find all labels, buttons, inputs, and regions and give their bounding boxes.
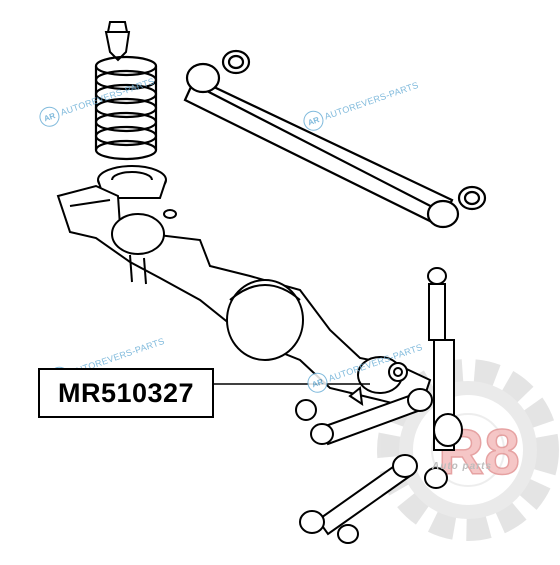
axle-housing (56, 184, 432, 412)
lateral-rod (299, 454, 448, 544)
bump-stop (104, 21, 131, 62)
part-number-label: MR510327 (38, 368, 214, 418)
brand-gear-logo (377, 359, 559, 541)
coil-spring (94, 55, 158, 161)
lower-control-arm (295, 386, 433, 446)
upper-control-arm (183, 49, 487, 229)
shock-absorber (427, 267, 463, 451)
brand-caption: Auto parts (432, 461, 492, 472)
part-number-text: MR510327 (57, 377, 195, 408)
